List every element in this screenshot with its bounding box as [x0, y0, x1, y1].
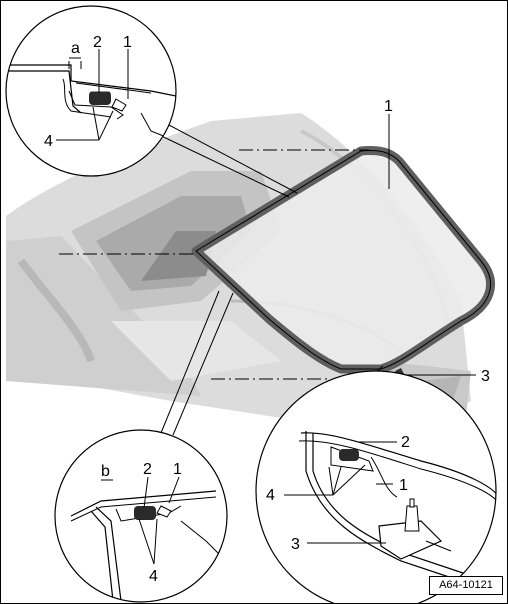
- label-item2-bl: 2: [143, 461, 152, 478]
- label-b: b: [101, 463, 110, 480]
- label-item1-bl: 1: [173, 461, 182, 478]
- figure-code: A64-10121: [429, 576, 503, 595]
- label-item4-tl: 4: [44, 133, 53, 150]
- label-item1-main: 1: [384, 98, 393, 115]
- windscreen: [191, 146, 495, 374]
- label-item2-tl: 2: [93, 34, 102, 51]
- label-a: a: [71, 40, 80, 57]
- detail-bottom-left: b 2 1 4: [54, 429, 228, 603]
- label-item2-br: 2: [401, 434, 410, 451]
- detail-bottom-right: 2 4 1 3: [255, 370, 497, 603]
- label-item1-br: 1: [399, 477, 408, 494]
- detail-top-left: a 2 1 4: [5, 5, 177, 177]
- label-item1-tl: 1: [123, 34, 132, 51]
- reference-lines: [59, 149, 369, 380]
- label-item3-br: 3: [291, 536, 300, 553]
- label-item4-br: 4: [266, 487, 275, 504]
- label-item4-bl: 4: [149, 568, 158, 585]
- label-item3-main: 3: [481, 368, 490, 385]
